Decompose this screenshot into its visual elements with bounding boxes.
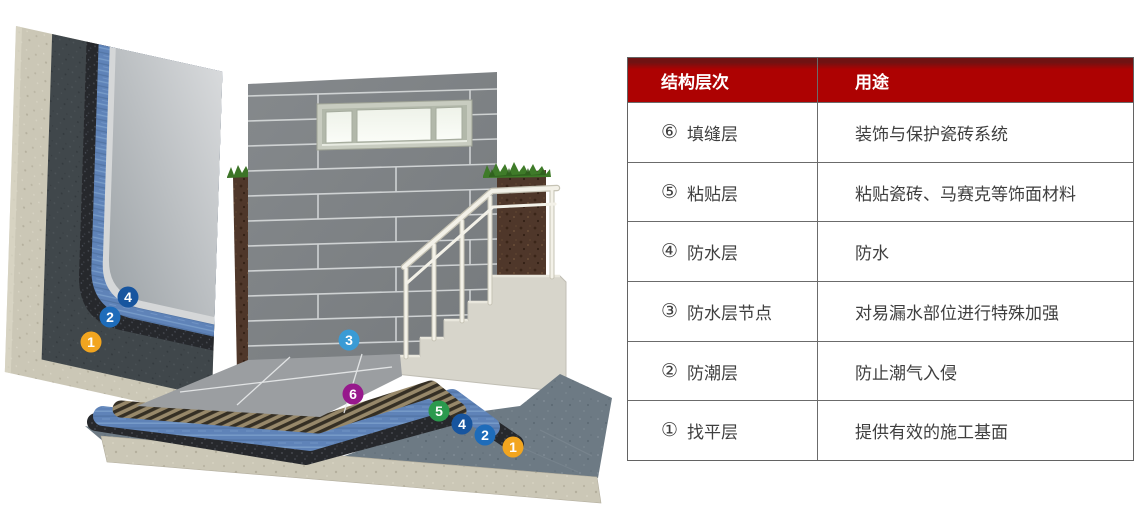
layer-name: 找平层 xyxy=(687,423,739,443)
table-header-structure: 结构层次 xyxy=(628,58,818,102)
railing-mid-rail xyxy=(405,202,557,285)
use-cell: 对易漏水部位进行特殊加强 xyxy=(855,303,1059,323)
use-cell: 装饰与保护瓷砖系统 xyxy=(855,124,1008,144)
marker-floor-3: 3 xyxy=(338,329,360,351)
table-row: ⑥ 填缝层 装饰与保护瓷砖系统 xyxy=(628,102,1133,162)
svg-text:6: 6 xyxy=(349,386,357,402)
floor-slab-front-face xyxy=(100,435,602,504)
layer-name: 防水层 xyxy=(687,244,739,264)
svg-text:1: 1 xyxy=(509,439,517,455)
floor-tiles xyxy=(137,354,402,417)
marker-floor-4: 4 xyxy=(451,413,473,435)
waterproofing-3d-illustration: 4 2 1 3 6 5 4 2 xyxy=(4,26,612,504)
svg-text:4: 4 xyxy=(124,289,132,305)
table-row: ④ 防水层 防水 xyxy=(628,221,1133,282)
wall-cross-section-panel xyxy=(4,26,223,418)
layer-cell: ② 防潮层 xyxy=(628,341,818,401)
railing-top-rail xyxy=(402,186,559,269)
svg-text:2: 2 xyxy=(106,309,114,325)
svg-text:4: 4 xyxy=(458,416,466,432)
svg-text:1: 1 xyxy=(87,334,95,350)
marker-floor-5: 5 xyxy=(428,400,450,422)
svg-text:2: 2 xyxy=(481,427,489,443)
layer-cell: ① 找平层 xyxy=(628,401,818,461)
layer-markers: 4 2 1 3 6 5 4 2 xyxy=(80,286,524,458)
marker-wall-1: 1 xyxy=(80,331,102,353)
grass-tuft-left xyxy=(227,165,252,178)
window-pane-left xyxy=(325,110,353,144)
layer-cell: ⑥ 填缝层 xyxy=(628,103,818,162)
marker-floor-1: 1 xyxy=(502,436,524,458)
layer-name: 填缝层 xyxy=(687,124,739,144)
grass-shadow-blades xyxy=(489,168,546,177)
grass-top-right xyxy=(483,162,551,178)
layer-name: 防潮层 xyxy=(687,363,739,383)
table-row: ① 找平层 提供有效的施工基面 xyxy=(628,400,1133,461)
window-sill xyxy=(321,140,468,146)
svg-text:5: 5 xyxy=(435,403,443,419)
layer-number-badge: ⑤ xyxy=(661,181,679,203)
wall-inner-surface xyxy=(108,48,223,318)
stair-railing xyxy=(400,184,561,360)
marker-floor-2: 2 xyxy=(474,424,496,446)
use-cell: 提供有效的施工基面 xyxy=(855,423,1008,443)
layer-cell: ③ 防水层节点 xyxy=(628,282,818,341)
floor-layer-adhesive xyxy=(112,380,467,434)
layer-number-badge: ① xyxy=(661,420,679,442)
layer-name: 防水层节点 xyxy=(687,303,773,323)
use-cell: 粘贴瓷砖、马赛克等饰面材料 xyxy=(855,184,1076,204)
wall-panel-edge-highlight xyxy=(4,26,23,374)
table-row: ② 防潮层 防止潮气入侵 xyxy=(628,340,1133,401)
svg-text:3: 3 xyxy=(345,332,353,348)
layer-name: 粘贴层 xyxy=(687,184,739,204)
layer-number-badge: ④ xyxy=(661,241,679,263)
table-row: ⑤ 粘贴层 粘贴瓷砖、马赛克等饰面材料 xyxy=(628,161,1133,222)
structure-layers-table: 结构层次 用途 ⑥ 填缝层 装饰与保护瓷砖系统 ⑤ 粘贴层 粘贴瓷砖、马赛克等饰… xyxy=(627,57,1134,461)
use-cell: 防止潮气入侵 xyxy=(855,363,957,383)
layer-cell: ⑤ 粘贴层 xyxy=(628,162,818,222)
table-row: ③ 防水层节点 对易漏水部位进行特殊加强 xyxy=(628,281,1133,341)
marker-wall-4: 4 xyxy=(117,286,139,308)
table-header-use: 用途 xyxy=(855,72,889,92)
floor-layer-waterproof-membrane xyxy=(93,389,500,451)
window-pane-middle xyxy=(356,107,432,143)
window-pane-right xyxy=(435,106,463,141)
table-header-row: 结构层次 用途 xyxy=(628,58,1133,102)
layer-number-badge: ② xyxy=(661,360,679,382)
marker-wall-2: 2 xyxy=(99,306,121,328)
soil-strip-left xyxy=(233,175,250,374)
marker-floor-6: 6 xyxy=(342,383,364,405)
use-cell: 防水 xyxy=(855,244,889,264)
layer-number-badge: ③ xyxy=(661,300,679,322)
layer-cell: ④ 防水层 xyxy=(628,222,818,282)
layer-number-badge: ⑥ xyxy=(661,121,679,143)
window xyxy=(316,99,473,151)
